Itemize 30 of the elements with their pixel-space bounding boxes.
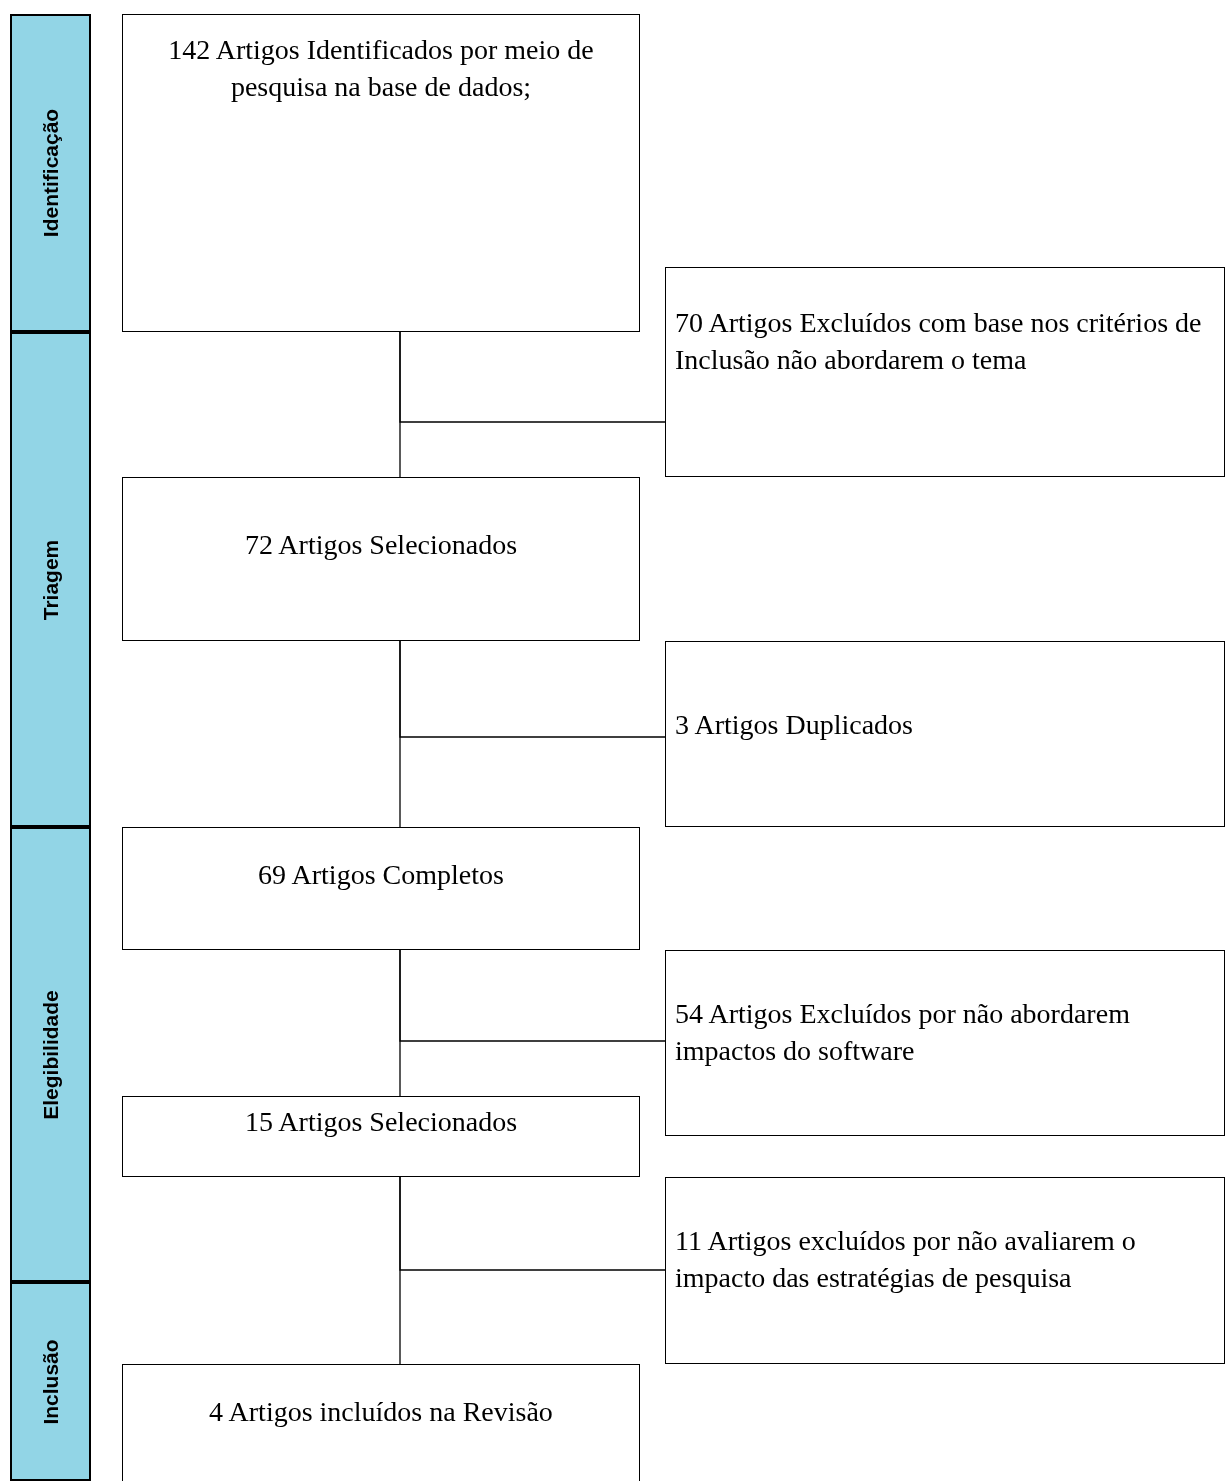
- stage-band: [10, 1282, 91, 1481]
- stage-band: [10, 827, 91, 1282]
- process-box: [122, 827, 640, 950]
- connector-line: [399, 331, 666, 423]
- exclusion-box: [665, 1177, 1225, 1364]
- stage-label: Inclusão: [37, 1338, 63, 1425]
- stage-band: [10, 14, 91, 332]
- box-text: 15 Artigos Selecionados: [244, 1105, 518, 1139]
- connector-line: [399, 949, 666, 1042]
- exclusion-box: [665, 267, 1225, 477]
- box-text: 69 Artigos Completos: [258, 858, 504, 892]
- process-box: [122, 477, 640, 641]
- process-box: [122, 1096, 640, 1177]
- box-text: 72 Artigos Selecionados: [244, 528, 518, 562]
- process-box: [122, 1364, 640, 1481]
- box-text: 142 Artigos Identificados por meio de pesquisa na base de dados;: [167, 33, 595, 104]
- connector-line: [399, 1176, 666, 1271]
- stage-label: Triagem: [37, 539, 63, 620]
- connector-line: [399, 640, 666, 738]
- stage-label: Identificação: [37, 108, 63, 238]
- box-text: 70 Artigos Excluídos com base nos critérios de Inclusão não abordarem o tema: [675, 306, 1203, 377]
- process-box: [122, 14, 640, 332]
- stage-label: Elegibilidade: [37, 989, 63, 1120]
- stage-band: [10, 332, 91, 827]
- box-text: 4 Artigos incluídos na Revisão: [209, 1395, 553, 1429]
- exclusion-box: [665, 641, 1225, 827]
- exclusion-box: [665, 950, 1225, 1136]
- box-text: 54 Artigos Excluídos por não abordarem impactos do software: [675, 997, 1131, 1068]
- box-text: 3 Artigos Duplicados: [675, 708, 913, 742]
- box-text: 11 Artigos excluídos por não avaliarem o impacto das estratégias de pesquisa: [675, 1224, 1137, 1295]
